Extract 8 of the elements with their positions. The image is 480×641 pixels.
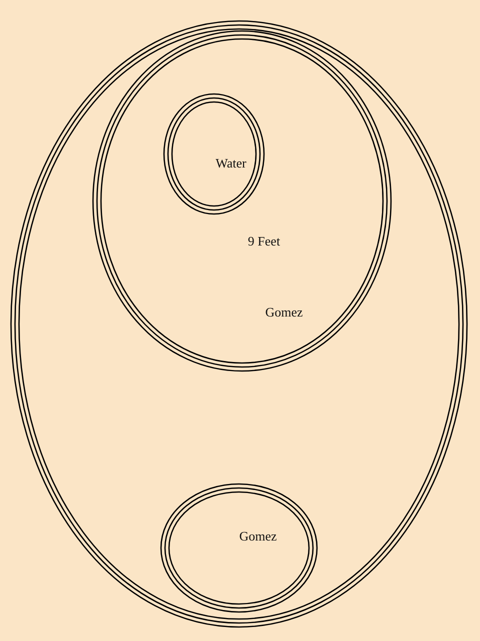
node-label: Water (216, 156, 246, 170)
inner-ellipse (92, 30, 392, 372)
node-label: 9 Feet (248, 234, 280, 248)
node-label: Gomez (265, 306, 303, 318)
small-circle (163, 93, 265, 215)
node-label: Gomez (239, 530, 277, 542)
lower-circle (160, 483, 318, 613)
outer-ellipse (10, 20, 468, 628)
